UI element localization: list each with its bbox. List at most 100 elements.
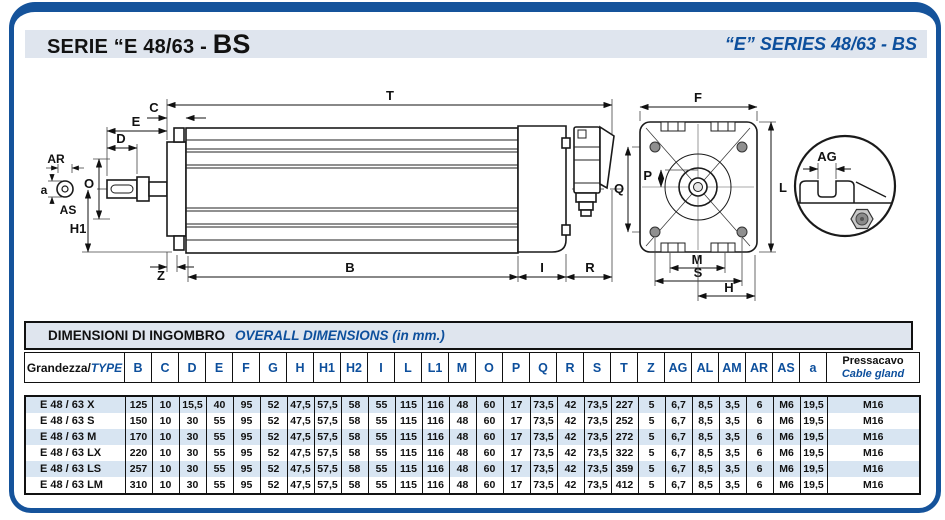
value-cell-Q: 73,5 xyxy=(529,396,557,413)
column-header-D: D xyxy=(178,352,206,383)
value-cell-D: 30 xyxy=(178,477,206,494)
value-cell-G: 52 xyxy=(259,445,287,461)
column-header-C: C xyxy=(151,352,179,383)
value-cell-T: 322 xyxy=(610,445,638,461)
column-header-AG: AG xyxy=(664,352,692,383)
dim-label-f: F xyxy=(694,90,702,105)
value-cell-T: 359 xyxy=(610,461,638,477)
cable-gland-cell: M16 xyxy=(826,396,920,413)
value-cell-C: 10 xyxy=(151,413,179,429)
type-cell: E 48 / 63 X xyxy=(25,396,125,413)
type-cell: E 48 / 63 LM xyxy=(40,479,103,491)
column-header-AM: AM xyxy=(718,352,746,383)
motor-side-view: T C E D O H1 Z B I R xyxy=(70,88,622,283)
value-cell-L: 115 xyxy=(394,445,422,461)
dim-label-h1: H1 xyxy=(70,221,87,236)
value-cell-P: 17 xyxy=(502,396,530,413)
value-cell-AM: 3,5 xyxy=(718,445,746,461)
value-cell-G: 52 xyxy=(259,396,287,413)
value-cell-R: 42 xyxy=(556,396,584,413)
value-cell-O: 60 xyxy=(475,396,503,413)
column-header-L1: L1 xyxy=(421,352,449,383)
value-cell-O: 60 xyxy=(475,477,503,494)
column-header-Q: Q xyxy=(529,352,557,383)
value-cell-H2: 58 xyxy=(340,396,368,413)
value-cell-Q: 73,5 xyxy=(529,461,557,477)
value-cell-F: 95 xyxy=(232,461,260,477)
value-cell-AM: 3,5 xyxy=(718,413,746,429)
column-header-T: T xyxy=(610,352,638,383)
value-cell-Q: 73,5 xyxy=(529,445,557,461)
value-cell-I: 55 xyxy=(367,445,395,461)
value-cell-C: 10 xyxy=(151,396,179,413)
value-cell-S: 73,5 xyxy=(583,461,611,477)
dim-label-b: B xyxy=(345,260,354,275)
value-cell-G: 52 xyxy=(259,413,287,429)
value-cell-L1: 116 xyxy=(421,413,449,429)
value-cell-E: 55 xyxy=(205,477,233,494)
value-cell-C: 10 xyxy=(151,461,179,477)
value-cell-B: 170 xyxy=(124,429,152,445)
value-cell-B: 125 xyxy=(124,396,152,413)
value-cell-E: 55 xyxy=(205,461,233,477)
value-cell-a: 19,5 xyxy=(799,445,827,461)
value-cell-L: 115 xyxy=(394,396,422,413)
body-fins xyxy=(186,139,518,241)
value-cell-I: 55 xyxy=(367,461,395,477)
value-cell-H2: 58 xyxy=(340,413,368,429)
column-header-H: H xyxy=(286,352,314,383)
value-cell-L1: 116 xyxy=(421,429,449,445)
value-cell-E: 55 xyxy=(205,429,233,445)
value-cell-AR: 6 xyxy=(745,429,773,445)
value-cell-M: 48 xyxy=(448,413,476,429)
dim-label-p: P xyxy=(643,168,652,183)
value-cell-G: 52 xyxy=(259,477,287,494)
value-cell-H1: 57,5 xyxy=(313,396,341,413)
type-cell: E 48 / 63 LS xyxy=(25,461,125,477)
value-cell-O: 60 xyxy=(475,429,503,445)
value-cell-M: 48 xyxy=(448,429,476,445)
value-cell-B: 257 xyxy=(124,461,152,477)
column-header-B: B xyxy=(124,352,152,383)
dim-label-h: H xyxy=(724,280,733,295)
dim-label-as: AS xyxy=(60,203,77,217)
column-header-G: G xyxy=(259,352,287,383)
value-cell-H: 47,5 xyxy=(286,413,314,429)
column-header-H1: H1 xyxy=(313,352,341,383)
value-cell-F: 95 xyxy=(232,429,260,445)
value-cell-Q: 73,5 xyxy=(529,429,557,445)
value-cell-AM: 3,5 xyxy=(718,429,746,445)
hex-bolt xyxy=(850,208,874,230)
value-cell-L: 115 xyxy=(394,461,422,477)
column-header-L: L xyxy=(394,352,422,383)
value-cell-H1: 57,5 xyxy=(313,461,341,477)
value-cell-H2: 58 xyxy=(340,429,368,445)
value-cell-a: 19,5 xyxy=(799,429,827,445)
page-title-italian: SERIE “E 48/63 - BS xyxy=(47,29,251,60)
value-cell-T: 227 xyxy=(610,396,638,413)
dim-label-z: Z xyxy=(157,268,165,283)
value-cell-AL: 8,5 xyxy=(691,413,719,429)
page-title-italian-suffix: BS xyxy=(212,28,251,59)
column-header-AR: AR xyxy=(745,352,773,383)
value-cell-H: 47,5 xyxy=(286,429,314,445)
value-cell-E: 55 xyxy=(205,413,233,429)
value-cell-P: 17 xyxy=(502,445,530,461)
dim-label-e: E xyxy=(132,114,141,129)
groove-detail-circle: AG xyxy=(793,134,897,238)
value-cell-AL: 8,5 xyxy=(691,429,719,445)
table-caption-english: OVERALL DIMENSIONS (in mm.) xyxy=(235,328,445,343)
value-cell-L1: 116 xyxy=(421,396,449,413)
cable-gland-cell: M16 xyxy=(826,429,920,445)
type-cell: E 48 / 63 LX xyxy=(40,447,102,459)
value-cell-B: 220 xyxy=(124,445,152,461)
value-cell-a: 19,5 xyxy=(799,477,827,494)
value-cell-AS: M6 xyxy=(772,413,800,429)
value-cell-M: 48 xyxy=(448,477,476,494)
value-cell-Z: 5 xyxy=(637,413,665,429)
value-cell-R: 42 xyxy=(556,429,584,445)
